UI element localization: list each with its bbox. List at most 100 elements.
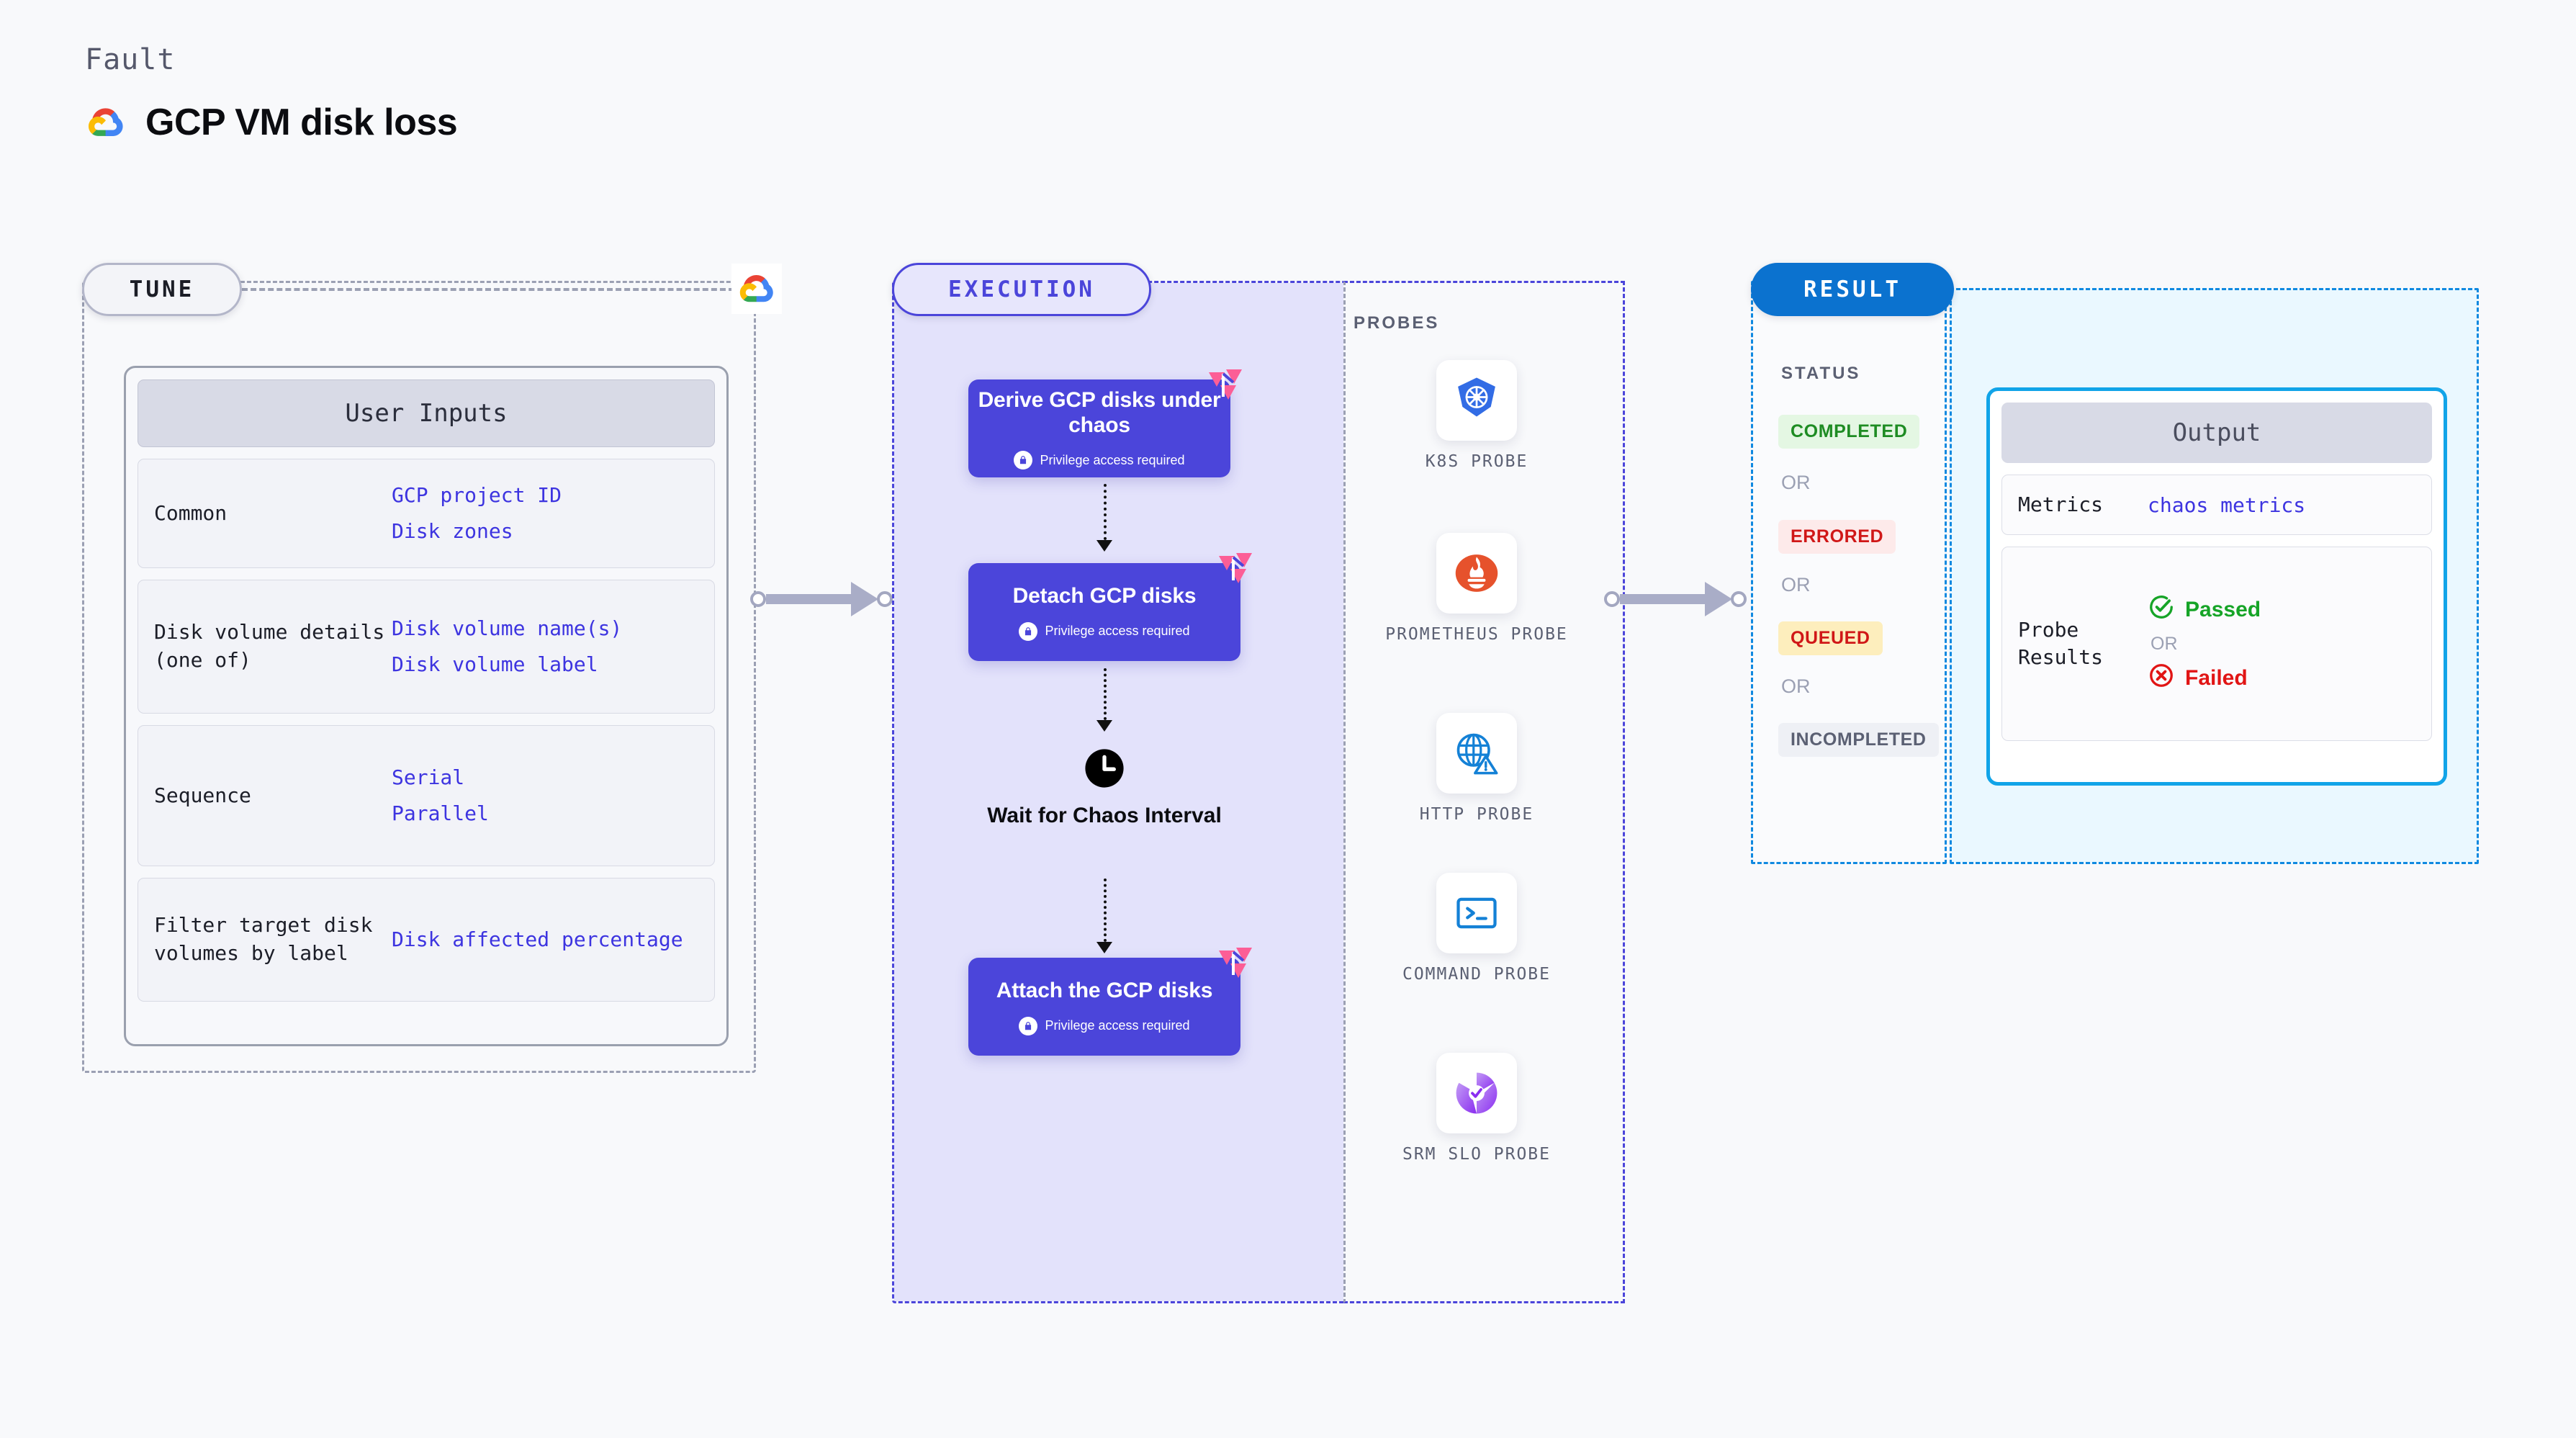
check-circle-icon (2148, 593, 2175, 626)
wait-node-label: Wait for Chaos Interval (987, 804, 1222, 827)
litmus-logo-icon (1215, 943, 1253, 982)
status-badge-errored: ERRORED (1778, 520, 1896, 554)
connector-end-dot (877, 591, 893, 607)
step-title: Attach the GCP disks (996, 979, 1213, 1003)
input-row-label: Common (154, 500, 228, 525)
probe-result-passed: Passed (2148, 593, 2261, 626)
step-title: Detach GCP disks (1012, 584, 1197, 608)
or-separator: OR (1781, 472, 1811, 493)
flow-arrow-line (1104, 668, 1107, 720)
result-pill[interactable]: RESULT (1751, 263, 1954, 316)
connector-bar (1620, 594, 1705, 604)
lock-icon (1014, 451, 1033, 470)
flow-arrow-head (1096, 720, 1112, 732)
execution-step-derive-disks[interactable]: Derive GCP disks under chaos Privilege a… (968, 369, 1242, 477)
output-row-label: Metrics (2018, 492, 2104, 516)
connector-end-dot (1731, 591, 1747, 607)
failed-label: Failed (2185, 665, 2248, 690)
result-status-frame (1751, 281, 1947, 864)
tune-section-frame (82, 281, 756, 1073)
or-separator: OR (2151, 633, 2178, 654)
status-badge-incompleted: INCOMPLETED (1778, 723, 1939, 757)
input-value[interactable]: GCP project ID (392, 483, 562, 508)
probe-prometheus[interactable]: PROMETHEUS PROBE (1358, 533, 1595, 646)
clock-icon (1084, 747, 1125, 793)
output-row-probe-results: Probe Results Passed OR (2001, 547, 2432, 741)
probe-result-values: Passed OR Failed (2148, 593, 2261, 695)
user-inputs-row: Disk volume details (one of) Disk volume… (138, 580, 715, 714)
user-inputs-title: User Inputs (138, 379, 715, 447)
connector-bar (766, 594, 851, 604)
input-value[interactable]: Disk affected percentage (392, 927, 683, 952)
input-value[interactable]: Parallel (392, 801, 489, 825)
execution-pill[interactable]: EXECUTION (892, 263, 1151, 316)
input-value[interactable]: Disk zones (392, 519, 513, 543)
flow-arrow-head (1096, 540, 1112, 552)
terminal-icon (1436, 873, 1517, 953)
input-row-values: Disk affected percentage (392, 927, 683, 953)
or-separator: OR (1781, 574, 1811, 596)
tune-pill[interactable]: TUNE (82, 263, 242, 316)
x-circle-icon (2148, 662, 2175, 695)
probes-title: PROBES (1354, 313, 1440, 333)
probe-srm-slo[interactable]: SRM SLO PROBE (1358, 1053, 1595, 1166)
connector-start-dot (1604, 591, 1620, 607)
input-row-label: Disk volume details (one of) (154, 620, 385, 672)
step-title: Derive GCP disks under chaos (978, 387, 1221, 437)
flow-arrow-line (1104, 484, 1107, 540)
passed-label: Passed (2185, 597, 2261, 621)
prometheus-icon (1436, 533, 1517, 614)
execution-step-detach-disks[interactable]: Detach GCP disks Privilege access requir… (968, 553, 1252, 661)
probe-label: K8S PROBE (1425, 452, 1528, 471)
privilege-text: Privilege access required (1040, 452, 1185, 467)
execution-to-result-connector (1604, 582, 1747, 616)
input-row-values: Disk volume name(s) Disk volume label (392, 616, 622, 678)
probe-label: HTTP PROBE (1419, 805, 1534, 824)
or-separator: OR (1781, 675, 1811, 697)
status-badge-completed: COMPLETED (1778, 415, 1920, 449)
metrics-value[interactable]: chaos metrics (2148, 493, 2306, 517)
input-row-values: Serial Parallel (392, 765, 489, 827)
flow-arrow-line (1104, 878, 1107, 942)
connector-start-dot (750, 591, 766, 607)
http-globe-icon (1436, 713, 1517, 794)
output-row-label: Probe Results (2018, 617, 2104, 669)
status-badge-queued: QUEUED (1778, 621, 1883, 655)
gcp-logo-icon (85, 104, 127, 140)
lock-icon (1019, 621, 1038, 641)
input-row-label: Filter target disk volumes by label (154, 913, 373, 965)
litmus-logo-icon (1204, 365, 1243, 404)
user-inputs-card: User Inputs Common GCP project ID Disk z… (124, 366, 729, 1046)
tune-to-execution-connector (750, 582, 893, 616)
user-inputs-row: Common GCP project ID Disk zones (138, 459, 715, 568)
input-value[interactable]: Serial (392, 765, 465, 790)
output-row-metrics: Metrics chaos metrics (2001, 475, 2432, 535)
execution-step-attach-disks[interactable]: Attach the GCP disks Privilege access re… (968, 948, 1252, 1056)
input-row-label: Sequence (154, 783, 251, 807)
wait-for-chaos-interval-node: Wait for Chaos Interval (968, 747, 1240, 829)
step-privilege-note: Privilege access required (1019, 1016, 1190, 1035)
user-inputs-row: Sequence Serial Parallel (138, 725, 715, 866)
input-value[interactable]: Disk volume name(s) (392, 616, 623, 641)
user-inputs-row: Filter target disk volumes by label Disk… (138, 878, 715, 1002)
page-kicker: Fault (85, 43, 176, 76)
probe-command[interactable]: COMMAND PROBE (1358, 873, 1595, 986)
litmus-logo-icon (1215, 549, 1253, 588)
probe-k8s[interactable]: K8S PROBE (1358, 360, 1595, 473)
gcp-provider-icon (731, 264, 782, 314)
page-header: GCP VM disk loss (85, 101, 458, 144)
probe-label: PROMETHEUS PROBE (1385, 625, 1568, 644)
probe-label: SRM SLO PROBE (1402, 1145, 1551, 1164)
input-row-values: GCP project ID Disk zones (392, 482, 562, 544)
page-title: GCP VM disk loss (145, 102, 458, 143)
kubernetes-icon (1436, 360, 1517, 441)
input-value[interactable]: Disk volume label (392, 652, 598, 676)
connector-arrow-head (1705, 582, 1732, 616)
privilege-text: Privilege access required (1045, 624, 1190, 639)
privilege-text: Privilege access required (1045, 1018, 1190, 1033)
lock-icon (1019, 1016, 1038, 1035)
probe-http[interactable]: HTTP PROBE (1358, 713, 1595, 826)
output-card: Output Metrics chaos metrics Probe Resul… (1986, 387, 2447, 786)
srm-slo-icon (1436, 1053, 1517, 1133)
